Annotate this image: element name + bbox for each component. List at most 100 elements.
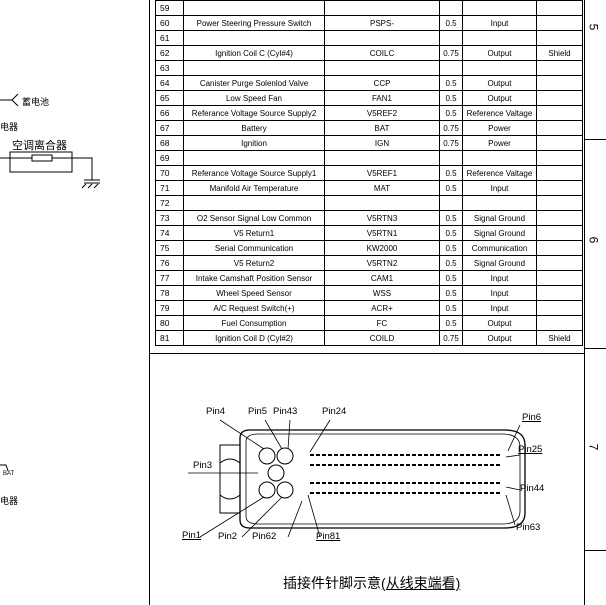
pin-note — [536, 180, 583, 196]
pin-code: COILC — [324, 45, 440, 61]
pin-number: 74 — [155, 225, 184, 241]
left-schematic — [0, 93, 100, 189]
pin-code: FAN1 — [324, 90, 440, 106]
pin-code: BAT — [324, 120, 440, 136]
pin-note — [536, 75, 583, 91]
pin-function: O2 Sensor Signal Low Common — [183, 210, 325, 226]
pin63-label: Pin63 — [516, 522, 541, 533]
table-row: 61 — [155, 30, 583, 46]
pin-code: MAT — [324, 180, 440, 196]
pin-code: KW2000 — [324, 240, 440, 256]
pin-note — [536, 270, 583, 286]
pin3-label: Pin3 — [193, 460, 213, 471]
pin-code: ACR+ — [324, 300, 440, 316]
connector-diagram — [188, 419, 526, 538]
pin43-label: Pin43 — [273, 406, 298, 417]
clutch-coil — [31, 154, 53, 162]
pin-code: V5RTN3 — [324, 210, 440, 226]
signal-type: Signal Ground — [462, 225, 537, 241]
wire-gauge: 0.75 — [439, 45, 463, 61]
caption-main: 插接件针脚示意 — [283, 575, 381, 591]
pin-note — [536, 105, 583, 121]
clutch-label: 空调离合器 — [12, 140, 67, 152]
pin-function: Intake Camshaft Position Sensor — [183, 270, 325, 286]
pin-number: 79 — [155, 300, 184, 316]
wire-gauge: 0.5 — [439, 180, 463, 196]
pin-function — [183, 150, 325, 166]
signal-type: Input — [462, 15, 537, 31]
table-row: 69 — [155, 150, 583, 166]
signal-type: Input — [462, 270, 537, 286]
signal-type: Signal Ground — [462, 210, 537, 226]
signal-type: Output — [462, 315, 537, 331]
signal-type: Output — [462, 330, 537, 346]
zone-tick — [584, 348, 606, 349]
signal-type: Reference Valtage — [462, 165, 537, 181]
wire-gauge — [439, 195, 463, 211]
wire-gauge: 0.5 — [439, 225, 463, 241]
signal-type — [462, 60, 537, 76]
clutch-wire — [0, 157, 93, 180]
pin-code: V5RTN1 — [324, 225, 440, 241]
zone-tick — [584, 139, 606, 140]
pin-number: 66 — [155, 105, 184, 121]
pin-code: FC — [324, 315, 440, 331]
signal-type — [462, 30, 537, 46]
pin-function: Low Speed Fan — [183, 90, 325, 106]
pin-number: 73 — [155, 210, 184, 226]
pin-function: Referance Voltage Source Supply1 — [183, 165, 325, 181]
wire-gauge: 0.5 — [439, 90, 463, 106]
pin25-label: Pin25 — [518, 444, 543, 455]
pin-function: Wheel Speed Sensor — [183, 285, 325, 301]
wire-gauge — [439, 0, 463, 16]
pin-function: Ignition Coil D (Cyl#2) — [183, 330, 325, 346]
pin-code — [324, 30, 440, 46]
leader-lines — [188, 419, 521, 538]
pin-note — [536, 225, 583, 241]
pin-function: Canister Purge Solenlod Valve — [183, 75, 325, 91]
ground-symbol — [81, 179, 100, 189]
table-row: 63 — [155, 60, 583, 76]
pin-code — [324, 0, 440, 16]
pin-note — [536, 15, 583, 31]
signal-type: Communication — [462, 240, 537, 256]
pin-function: Power Steering Pressure Switch — [183, 15, 325, 31]
connector-outline-inner — [245, 433, 521, 525]
pin-number: 71 — [155, 180, 184, 196]
zone-tick — [584, 550, 606, 551]
pin-code — [324, 195, 440, 211]
wire-gauge: 0.5 — [439, 315, 463, 331]
pin-hole — [258, 447, 276, 465]
frame-left-border — [149, 0, 150, 605]
bat-wire — [0, 464, 9, 472]
pin5-label: Pin5 — [248, 406, 268, 417]
pin-note — [536, 120, 583, 136]
pin-function: Battery — [183, 120, 325, 136]
pin-number: 64 — [155, 75, 184, 91]
pin-hole — [276, 481, 294, 499]
wire-gauge: 0.5 — [439, 15, 463, 31]
pin-note — [536, 240, 583, 256]
pin-code: IGN — [324, 135, 440, 151]
pin-function: A/C Request Switch(+) — [183, 300, 325, 316]
pin44-label: Pin44 — [520, 483, 545, 494]
signal-type: Output — [462, 90, 537, 106]
table-bottom-border — [149, 353, 585, 354]
wire-gauge: 0.5 — [439, 270, 463, 286]
signal-type: Signal Ground — [462, 255, 537, 271]
pin-number: 65 — [155, 90, 184, 106]
pin-code — [324, 150, 440, 166]
pin-hole — [258, 481, 276, 499]
pin-note — [536, 255, 583, 271]
pin4-label: Pin4 — [206, 406, 226, 417]
pin-code: V5REF2 — [324, 105, 440, 121]
signal-type: Input — [462, 285, 537, 301]
wire-gauge: 0.75 — [439, 135, 463, 151]
pin-number: 62 — [155, 45, 184, 61]
